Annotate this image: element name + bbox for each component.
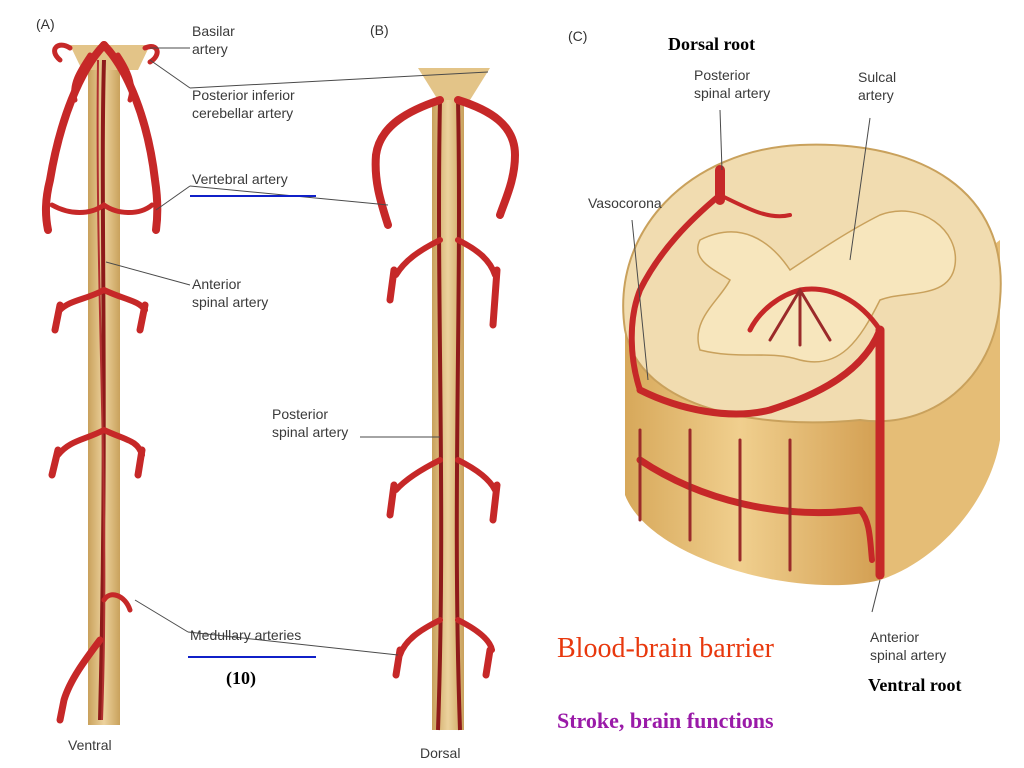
panel-b-label: (B): [370, 22, 389, 38]
panel-a-ventral-cord: [70, 45, 150, 725]
dorsal-root-label: Dorsal root: [668, 34, 756, 54]
anterior-spinal-artery-label-c: Anterior spinal artery: [870, 629, 947, 663]
medullary-arteries-label: Medullary arteries: [190, 627, 302, 643]
posterior-spinal-artery-label-b: Posterior spinal artery: [272, 406, 349, 440]
leader-lines: [105, 47, 881, 656]
panel-c-label: (C): [568, 28, 588, 44]
dorsal-view-label: Dorsal: [420, 745, 461, 761]
anterior-spinal-artery-label: Anterior spinal artery: [192, 276, 269, 310]
posterior-spinal-artery-label-c: Posterior spinal artery: [694, 67, 771, 101]
vertebral-artery-label: Vertebral artery: [192, 171, 288, 187]
sulcal-artery-label: Sulcal artery: [858, 69, 897, 103]
slide-title: Blood-brain barrier: [557, 633, 774, 664]
vasocorona-label: Vasocorona: [588, 195, 662, 211]
panel-a-label: (A): [36, 16, 55, 32]
basilar-artery-label: Basilar artery: [192, 23, 235, 57]
panel-c-cord-section: [622, 143, 1002, 586]
panel-a-arteries: [41, 41, 162, 724]
panel-b-arteries: [371, 96, 520, 679]
ventral-root-label: Ventral root: [868, 675, 962, 695]
panel-c-arteries: [628, 165, 885, 580]
reference-number: (10): [226, 668, 256, 688]
ventral-view-label: Ventral: [68, 737, 112, 753]
slide-subtitle: Stroke, brain functions: [557, 708, 774, 733]
pica-label: Posterior inferior cerebellar artery: [192, 87, 295, 121]
panel-b-dorsal-cord: [418, 68, 490, 731]
